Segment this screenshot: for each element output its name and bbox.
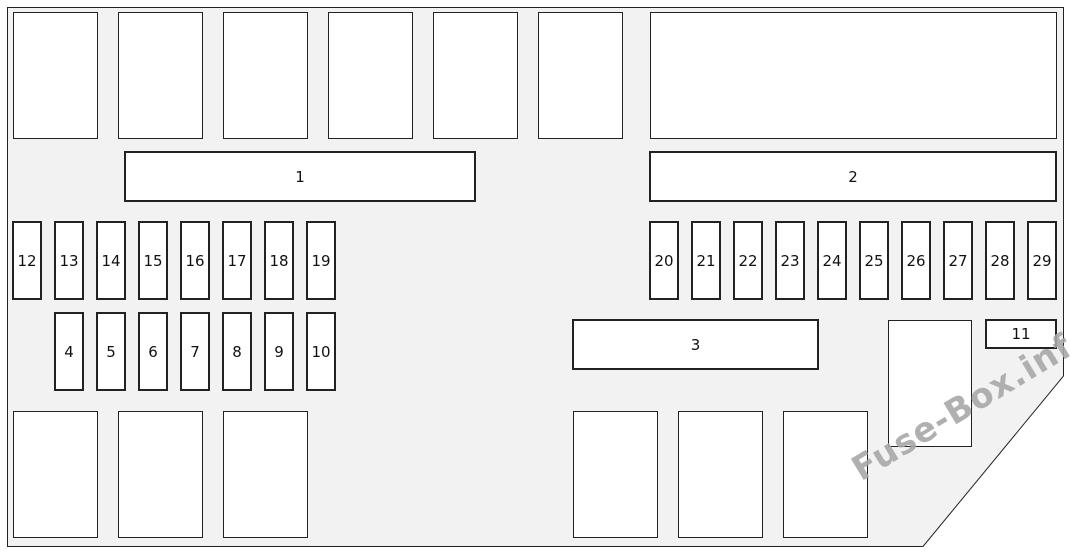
fuse-12: 12 [12, 221, 42, 300]
relay [223, 411, 308, 538]
fuse-1: 1 [124, 151, 476, 202]
fuse-label: 4 [64, 342, 74, 361]
fuse-label: 14 [101, 251, 121, 270]
fuse-label: 22 [738, 251, 758, 270]
fuse-label: 23 [780, 251, 800, 270]
fuse-label: 21 [696, 251, 716, 270]
fuse-label: 27 [948, 251, 968, 270]
fuse-10: 10 [306, 312, 336, 391]
fuse-15: 15 [138, 221, 168, 300]
fuse-16: 16 [180, 221, 210, 300]
fuse-label: 5 [106, 342, 116, 361]
relay [650, 12, 1057, 139]
relay [888, 320, 972, 447]
fuse-6: 6 [138, 312, 168, 391]
fuse-label: 11 [1011, 325, 1031, 343]
relay [223, 12, 308, 139]
relay [538, 12, 623, 139]
relay [783, 411, 868, 538]
fuse-21: 21 [691, 221, 721, 300]
fuse-label: 18 [269, 251, 289, 270]
relay [118, 411, 203, 538]
fuse-29: 29 [1027, 221, 1057, 300]
relay [573, 411, 658, 538]
fuse-22: 22 [733, 221, 763, 300]
relay [13, 12, 98, 139]
relay [13, 411, 98, 538]
fuse-label: 24 [822, 251, 842, 270]
fuse-13: 13 [54, 221, 84, 300]
relay [328, 12, 413, 139]
fuse-label: 2 [848, 167, 858, 186]
fuse-5: 5 [96, 312, 126, 391]
fuse-label: 9 [274, 342, 284, 361]
fuse-8: 8 [222, 312, 252, 391]
fuse-label: 12 [17, 251, 37, 270]
fuse-26: 26 [901, 221, 931, 300]
fuse-25: 25 [859, 221, 889, 300]
fuse-label: 7 [190, 342, 200, 361]
fuse-23: 23 [775, 221, 805, 300]
fuse-20: 20 [649, 221, 679, 300]
fuse-7: 7 [180, 312, 210, 391]
fuse-28: 28 [985, 221, 1015, 300]
fuse-label: 17 [227, 251, 247, 270]
fuse-label: 15 [143, 251, 163, 270]
fuse-14: 14 [96, 221, 126, 300]
fuse-11: 11 [985, 319, 1057, 349]
fuse-24: 24 [817, 221, 847, 300]
relay [678, 411, 763, 538]
fuse-label: 16 [185, 251, 205, 270]
fuse-2: 2 [649, 151, 1057, 202]
fuse-27: 27 [943, 221, 973, 300]
fuse-17: 17 [222, 221, 252, 300]
relay [433, 12, 518, 139]
fuse-label: 8 [232, 342, 242, 361]
fuse-label: 26 [906, 251, 926, 270]
fuse-9: 9 [264, 312, 294, 391]
fuse-label: 29 [1032, 251, 1052, 270]
relay [118, 12, 203, 139]
fuse-label: 28 [990, 251, 1010, 270]
fuse-label: 19 [311, 251, 331, 270]
fuse-label: 3 [690, 335, 701, 354]
fuse-label: 10 [311, 342, 331, 361]
fuse-19: 19 [306, 221, 336, 300]
fuse-label: 13 [59, 251, 79, 270]
fuse-label: 1 [295, 167, 305, 186]
fuse-label: 20 [654, 251, 674, 270]
fuse-label: 6 [148, 342, 158, 361]
fuse-18: 18 [264, 221, 294, 300]
fuse-3: 3 [572, 319, 819, 370]
fuse-4: 4 [54, 312, 84, 391]
fuse-label: 25 [864, 251, 884, 270]
